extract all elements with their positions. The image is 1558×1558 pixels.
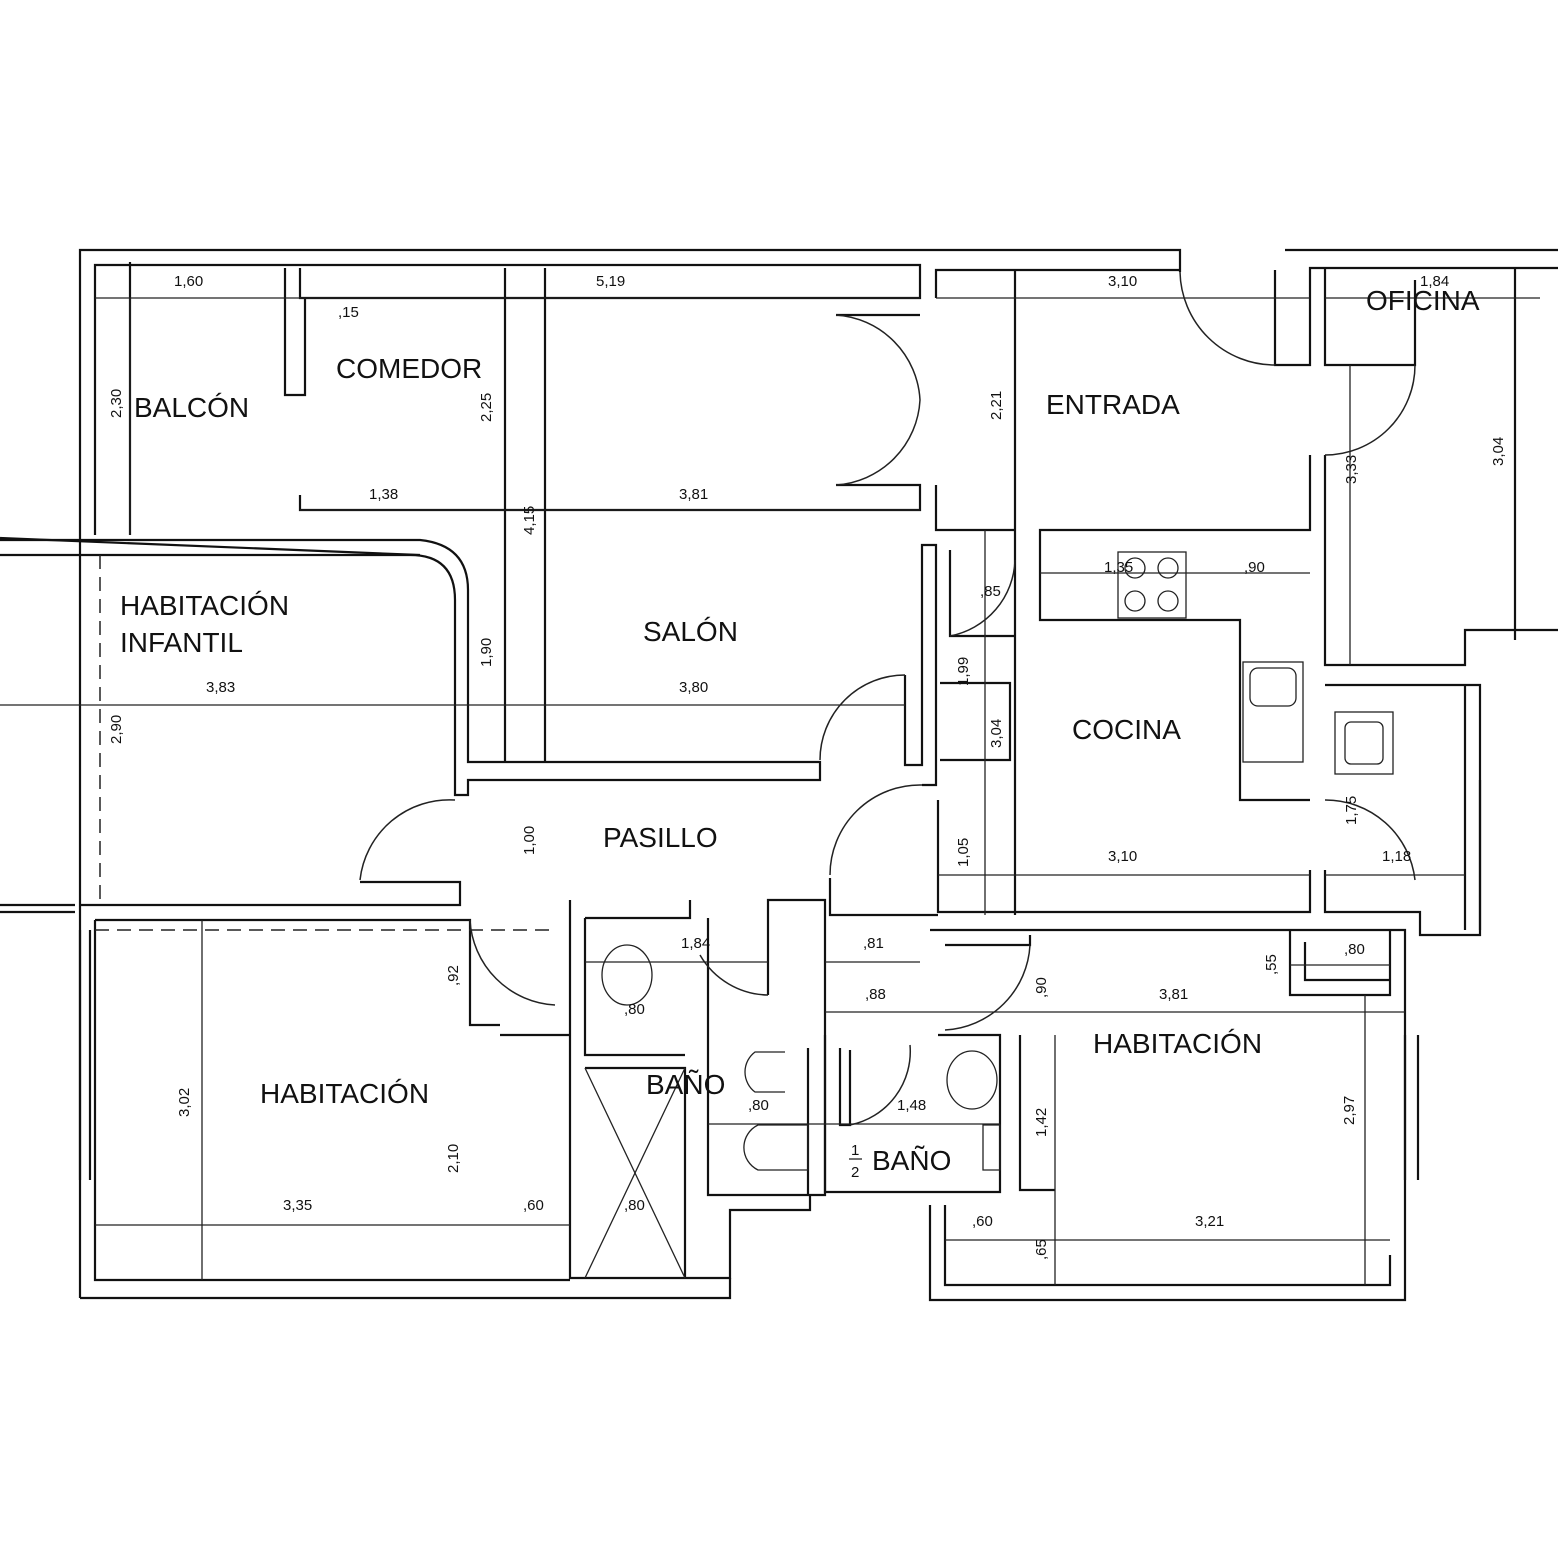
- dimension-lines: [0, 297, 1540, 1285]
- dim-label: 2,25: [478, 393, 495, 422]
- dimension-labels: 1,60 5,19 3,10 1,84 ,15 1,38 3,81 1,35 ,…: [108, 273, 1507, 1260]
- dim-label: 1,38: [369, 486, 398, 503]
- dim-label: ,90: [1244, 559, 1265, 576]
- appliance-icon: [1334, 711, 1394, 775]
- room-label-bano: BAÑO: [646, 1069, 725, 1100]
- dim-label: 3,35: [283, 1197, 312, 1214]
- dim-label: ,88: [865, 986, 886, 1003]
- half-fraction-numerator: 1: [851, 1142, 859, 1159]
- fixtures: [601, 551, 1394, 1171]
- dim-label: 3,33: [1343, 455, 1360, 484]
- washbasin-icon: [946, 1050, 998, 1110]
- room-label-habitacion-infantil: INFANTIL: [120, 627, 243, 658]
- dim-label: 3,83: [206, 679, 235, 696]
- bidet-icon: [744, 1051, 785, 1093]
- dim-label: 2,21: [988, 391, 1005, 420]
- dim-label: 1,42: [1033, 1108, 1050, 1137]
- dim-label: 1,99: [955, 657, 972, 686]
- dim-label: 1,90: [478, 638, 495, 667]
- room-label-habitacion: HABITACIÓN: [260, 1078, 429, 1109]
- dim-label: ,85: [980, 583, 1001, 600]
- dim-label: 2,97: [1341, 1096, 1358, 1125]
- dim-label: ,90: [1033, 977, 1050, 998]
- half-fraction-denominator: 2: [851, 1164, 859, 1181]
- dim-label: 3,81: [679, 486, 708, 503]
- stove-icon: [1117, 551, 1187, 619]
- door-swings: [359, 271, 1416, 1126]
- walls: [0, 248, 1558, 1302]
- room-label-pasillo: PASILLO: [603, 822, 718, 853]
- dim-label: 1,35: [1104, 559, 1133, 576]
- washbasin-icon: [601, 944, 653, 1006]
- dim-label: 1,84: [681, 935, 710, 952]
- dim-label: ,80: [1344, 941, 1365, 958]
- dim-label: 4,15: [521, 506, 538, 535]
- dim-label: 2,90: [108, 715, 125, 744]
- room-label-habitacion-infantil: HABITACIÓN: [120, 590, 289, 621]
- room-label-balcon: BALCÓN: [134, 392, 249, 423]
- dim-label: ,80: [748, 1097, 769, 1114]
- dim-label: ,55: [1263, 954, 1280, 975]
- room-labels: BALCÓN COMEDOR ENTRADA OFICINA HABITACIÓ…: [120, 285, 1480, 1181]
- dim-label: ,15: [338, 304, 359, 321]
- sink-icon: [1242, 661, 1304, 763]
- dim-label: 3,04: [1490, 437, 1507, 466]
- dim-label: ,92: [445, 965, 462, 986]
- dim-label: ,80: [624, 1197, 645, 1214]
- dim-label: 1,18: [1382, 848, 1411, 865]
- dim-label: ,65: [1033, 1239, 1050, 1260]
- room-label-medio-bano: BAÑO: [872, 1145, 951, 1176]
- dim-label: ,80: [624, 1001, 645, 1018]
- room-label-salon: SALÓN: [643, 616, 738, 647]
- dim-label: 3,10: [1108, 273, 1137, 290]
- dim-label: 1,60: [174, 273, 203, 290]
- room-label-habitacion: HABITACIÓN: [1093, 1028, 1262, 1059]
- dim-label: ,60: [972, 1213, 993, 1230]
- dim-label: 2,10: [445, 1144, 462, 1173]
- dim-label: 3,04: [988, 719, 1005, 748]
- dim-label: 2,30: [108, 389, 125, 418]
- dim-label: ,60: [523, 1197, 544, 1214]
- dim-label: 1,05: [955, 838, 972, 867]
- room-label-comedor: COMEDOR: [336, 353, 482, 384]
- dim-label: 3,02: [176, 1088, 193, 1117]
- room-label-entrada: ENTRADA: [1046, 389, 1180, 420]
- dim-label: 1,75: [1343, 796, 1360, 825]
- room-label-cocina: COCINA: [1072, 714, 1181, 745]
- room-label-oficina: OFICINA: [1366, 285, 1480, 316]
- dim-label: 1,84: [1420, 273, 1449, 290]
- dim-label: 5,19: [596, 273, 625, 290]
- dim-label: ,81: [863, 935, 884, 952]
- toilet-icon: [982, 1124, 1001, 1171]
- dim-label: 3,10: [1108, 848, 1137, 865]
- dim-label: 1,00: [521, 826, 538, 855]
- toilet-icon: [743, 1124, 809, 1171]
- dim-label: 3,80: [679, 679, 708, 696]
- dim-label: 1,48: [897, 1097, 926, 1114]
- dim-label: 3,81: [1159, 986, 1188, 1003]
- dim-label: 3,21: [1195, 1213, 1224, 1230]
